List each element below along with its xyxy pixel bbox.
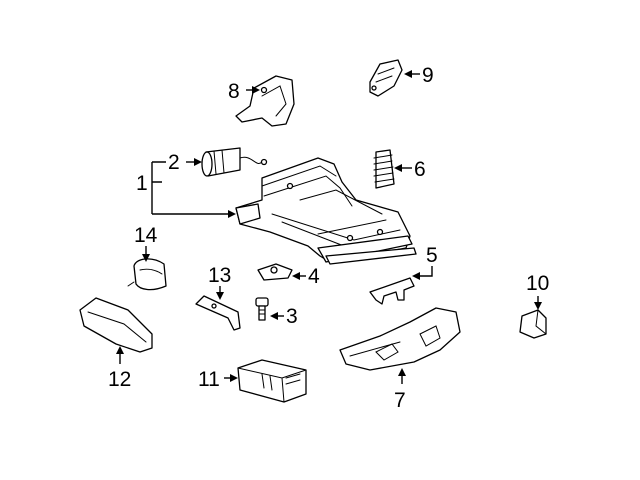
- bolt-part: [255, 297, 269, 321]
- callout-8-label: 8: [228, 80, 240, 103]
- side-shield-part: [339, 307, 461, 371]
- trim-cover-part: [79, 297, 153, 353]
- callout-5-label: 5: [426, 244, 438, 267]
- callout-5-leader: [418, 266, 433, 277]
- callout-2-label: 2: [168, 151, 180, 174]
- plate-part: [195, 295, 241, 331]
- callout-13-label: 13: [208, 264, 231, 287]
- callout-12-label: 12: [108, 368, 131, 391]
- callout-7-label: 7: [394, 389, 406, 412]
- callout-11-label: 11: [198, 368, 220, 391]
- callout-1-label: 1: [136, 172, 148, 195]
- strap-part: [127, 258, 167, 291]
- leader-lines: [116, 70, 542, 384]
- seat-track-frame-part: [235, 157, 417, 265]
- upper-bracket-right-part: [369, 59, 403, 97]
- motor-part: [201, 147, 268, 177]
- bracket-part: [369, 277, 415, 305]
- upper-bracket-left-part: [235, 75, 295, 127]
- callout-10-label: 10: [526, 272, 549, 295]
- clip-part: [257, 263, 293, 281]
- callout-1-leader: [151, 161, 230, 215]
- callout-9-label: 9: [422, 64, 434, 87]
- callout-6-label: 6: [414, 158, 426, 181]
- callout-14-label: 14: [134, 224, 158, 247]
- control-module-part: [237, 359, 307, 403]
- callout-3-label: 3: [286, 305, 298, 328]
- boot-part: [373, 149, 395, 189]
- callout-numbers: 1 2 3 4 5 6 7 8 9 10 11 12 13 14: [108, 64, 549, 412]
- callout-4-label: 4: [308, 265, 320, 288]
